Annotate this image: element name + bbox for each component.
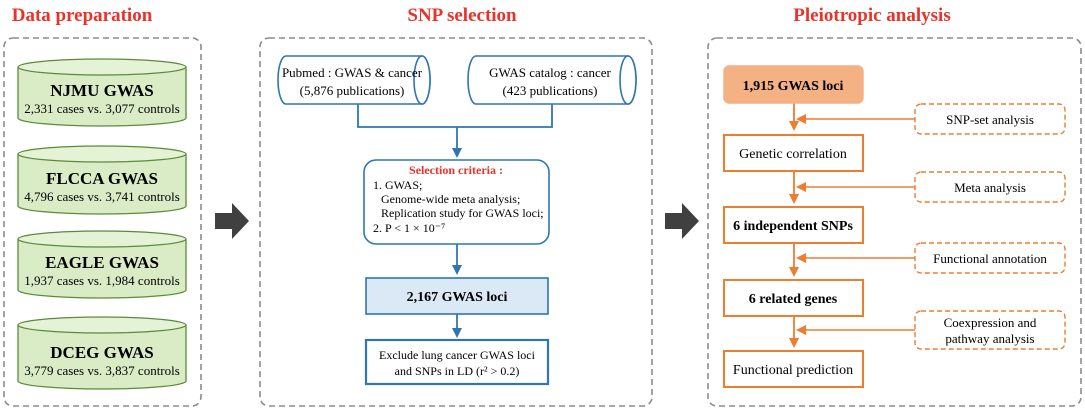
study-name: EAGLE GWAS (45, 253, 159, 272)
start-label: 1,915 GWAS loci (743, 79, 844, 94)
section-title-data-preparation: Data preparation (12, 5, 153, 26)
gwas-loci-box: 2,167 GWAS loci (365, 277, 549, 315)
method-snp-set-analysis: SNP-set analysis (914, 103, 1066, 135)
method-label: SNP-set analysis (946, 112, 1034, 127)
criteria-line: Genome-wide meta analysis; (381, 192, 520, 206)
study-detail: 2,331 cases vs. 3,077 controls (24, 101, 180, 116)
cylinder-flcca-gwas: FLCCA GWAS 4,796 cases vs. 3,741 control… (17, 145, 187, 215)
source-line1: Pubmed : GWAS & cancer (282, 65, 423, 80)
source-line1: GWAS catalog : cancer (489, 65, 611, 80)
study-detail: 3,779 cases vs. 3,837 controls (24, 363, 180, 378)
source-gwas-catalog: GWAS catalog : cancer (423 publications) (467, 55, 637, 105)
step-genetic-correlation: Genetic correlation (723, 134, 864, 172)
criteria-line: Replication study for GWAS loci; (381, 206, 544, 220)
method-functional-annotation: Functional annotation (914, 242, 1066, 274)
source-pubmed: Pubmed : GWAS & cancer (5,876 publicatio… (277, 55, 431, 105)
gwas-loci-label: 2,167 GWAS loci (407, 290, 508, 305)
start-gwas-loci-box: 1,915 GWAS loci (723, 65, 864, 104)
method-label: Meta analysis (954, 180, 1026, 195)
method-label: Functional annotation (933, 251, 1047, 266)
source-line2: (5,876 publications) (300, 83, 405, 98)
method-coexpression-pathway: Coexpression and pathway analysis (914, 310, 1066, 350)
step-label: Functional prediction (733, 363, 853, 378)
step-related-genes: 6 related genes (723, 279, 864, 317)
exclude-box: Exclude lung cancer GWAS loci and SNPs i… (364, 338, 550, 386)
section-title-snp-selection: SNP selection (407, 5, 517, 26)
criteria-line: 2. P < 1 × 10⁻⁷ (373, 221, 445, 235)
block-arrow-right (215, 203, 249, 239)
study-name: NJMU GWAS (50, 81, 153, 100)
step-independent-snps: 6 independent SNPs (723, 206, 864, 244)
block-arrow-right (665, 203, 699, 239)
study-detail: 4,796 cases vs. 3,741 controls (24, 189, 180, 204)
method-meta-analysis: Meta analysis (914, 171, 1066, 203)
study-name: FLCCA GWAS (46, 169, 158, 188)
section-title-pleiotropic-analysis: Pleiotropic analysis (793, 5, 950, 26)
step-functional-prediction: Functional prediction (723, 350, 864, 388)
source-line2: (423 publications) (503, 83, 598, 98)
merge-connector (357, 104, 553, 128)
criteria-title: Selection criteria : (409, 163, 503, 177)
step-label: 6 related genes (749, 292, 838, 307)
cylinder-dceg-gwas: DCEG GWAS 3,779 cases vs. 3,837 controls (17, 316, 187, 390)
method-label-line1: Coexpression and (944, 315, 1037, 330)
exclude-line2: and SNPs in LD (r² > 0.2) (395, 364, 520, 378)
study-detail: 1,937 cases vs. 1,984 controls (24, 273, 180, 288)
method-label-line2: pathway analysis (945, 331, 1034, 346)
panel-snp-selection (259, 37, 653, 407)
step-label: 6 independent SNPs (733, 219, 853, 234)
panel-data-preparation (3, 37, 202, 407)
criteria-line: 1. GWAS; (373, 178, 422, 192)
cylinder-eagle-gwas: EAGLE GWAS 1,937 cases vs. 1,984 control… (17, 230, 187, 299)
exclude-line1: Exclude lung cancer GWAS loci (379, 348, 536, 362)
study-name: DCEG GWAS (50, 343, 153, 362)
step-label: Genetic correlation (739, 147, 847, 162)
cylinder-njmu-gwas: NJMU GWAS 2,331 cases vs. 3,077 controls (17, 58, 187, 127)
selection-criteria-box: Selection criteria : 1. GWAS; Genome-wid… (363, 159, 550, 245)
panel-pleiotropic-analysis (707, 37, 1082, 407)
